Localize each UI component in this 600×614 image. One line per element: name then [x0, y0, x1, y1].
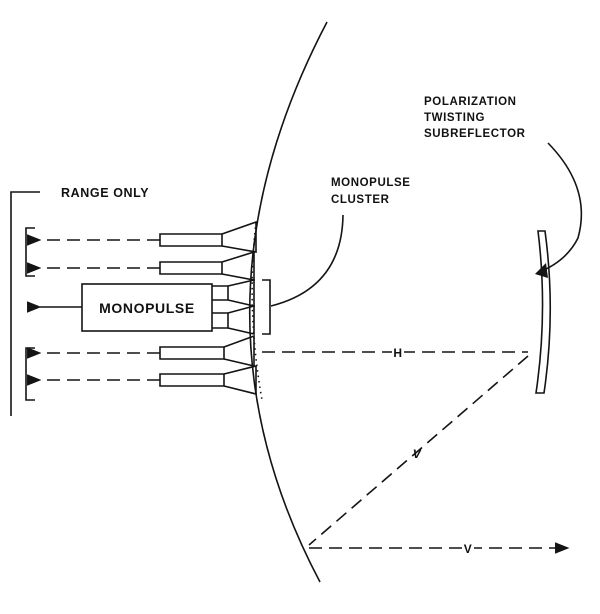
monopulse-horns [212, 278, 255, 336]
cluster-leader [270, 214, 344, 307]
range-feed-lower-2 [27, 364, 257, 396]
monopulse-box: MONOPULSE [27, 283, 213, 332]
subreflector-leader [536, 142, 583, 274]
subreflector-label-3: SUBREFLECTOR [424, 128, 526, 140]
monopulse-box-label: MONOPULSE [99, 300, 195, 316]
range-only-bracket [10, 191, 40, 416]
range-feed-lower [27, 334, 255, 368]
ray-v-reflected [308, 355, 529, 546]
range-feed-upper-2 [27, 250, 255, 281]
main-reflector [248, 21, 328, 583]
ray-v-reflected-label: V [413, 447, 422, 461]
cluster-bracket [262, 279, 271, 335]
subreflector [535, 230, 552, 394]
monopulse-cluster-label-2: CLUSTER [331, 194, 390, 206]
focal-surface [251, 221, 263, 401]
subreflector-label-2: TWISTING [424, 112, 485, 124]
ray-h-label: H [393, 346, 402, 360]
subreflector-label-1: POLARIZATION [424, 96, 517, 108]
monopulse-cluster-label-1: MONOPULSE [331, 177, 411, 189]
range-only-label: RANGE ONLY [61, 186, 149, 200]
range-feed-upper [27, 220, 257, 253]
ray-v-outgoing-label: V [464, 542, 473, 556]
